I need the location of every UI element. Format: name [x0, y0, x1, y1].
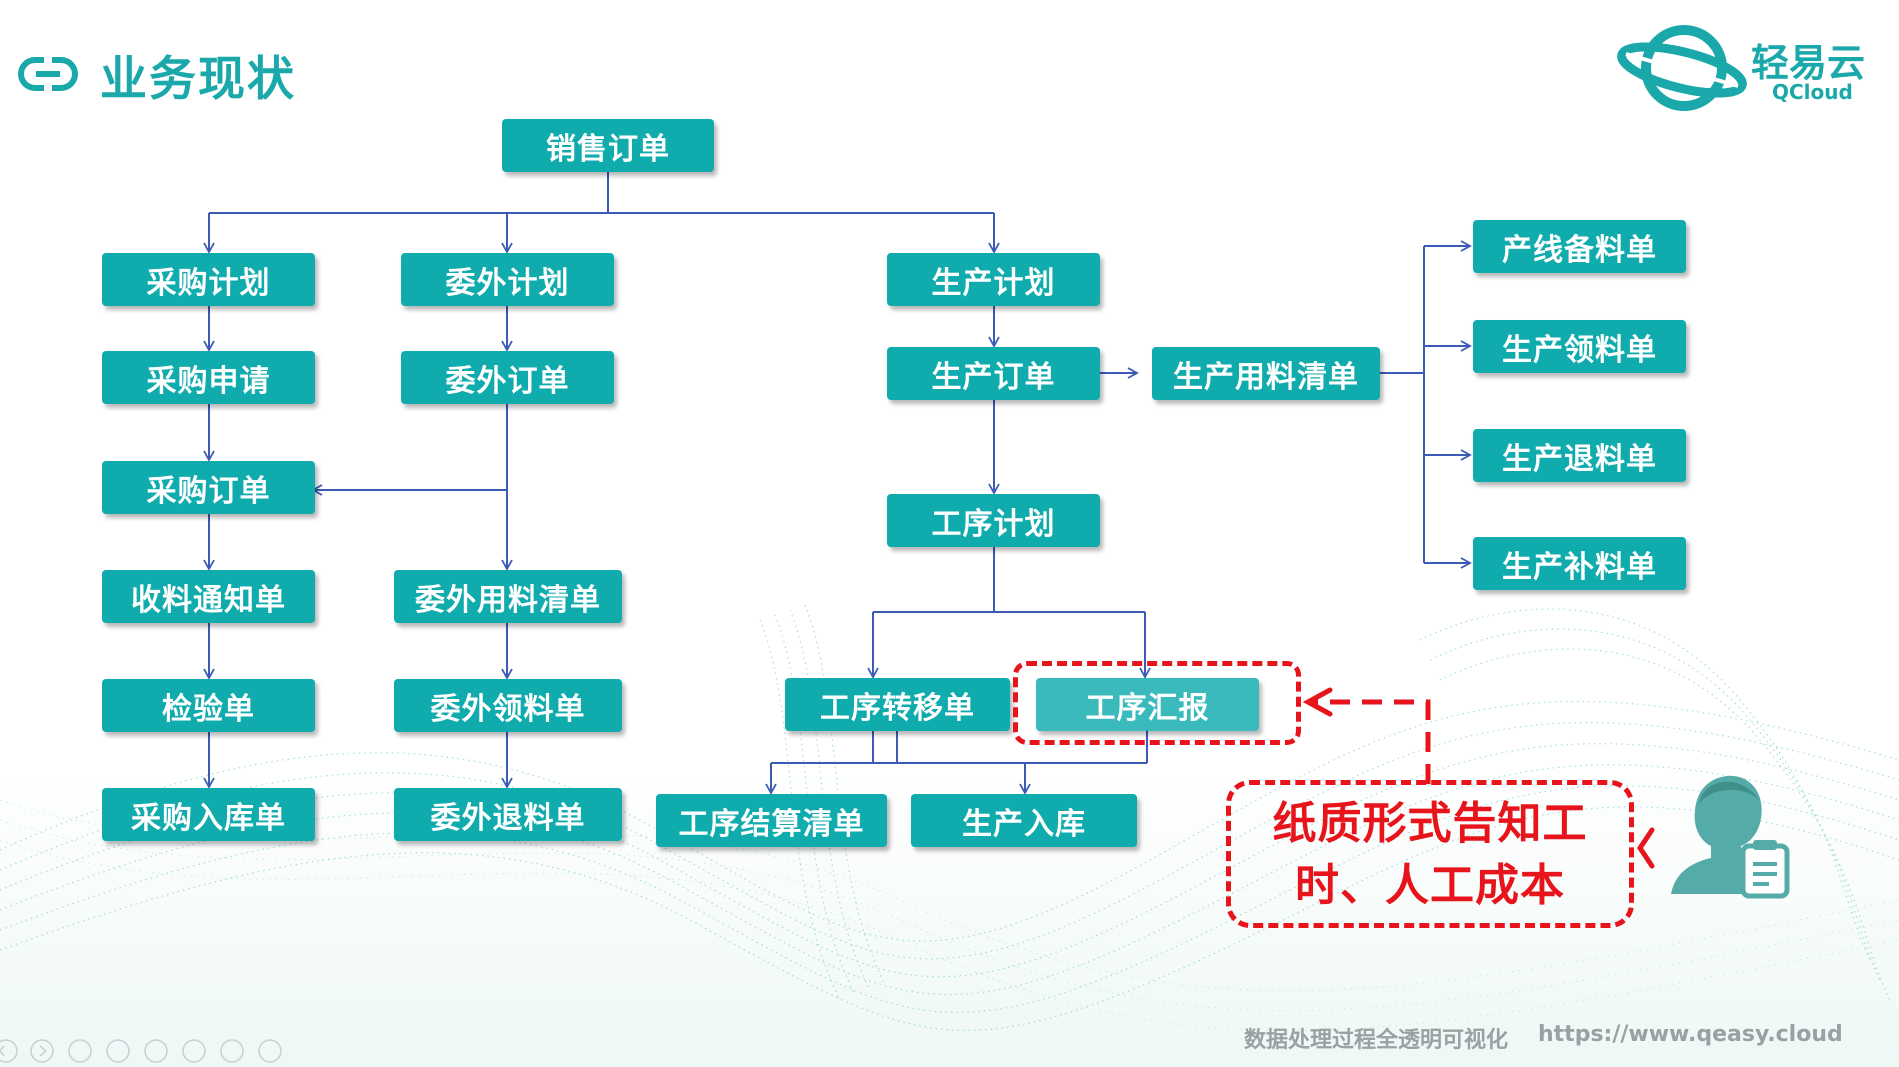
logo-name-cn: 轻易云 — [1751, 41, 1866, 85]
node-process-report: 工序汇报 — [1036, 678, 1259, 731]
node-outsource-return: 委外退料单 — [394, 788, 622, 841]
node-outsource-bom: 委外用料清单 — [394, 570, 622, 623]
node-outsource-order: 委外订单 — [401, 351, 614, 404]
node-line-prep: 产线备料单 — [1473, 220, 1686, 273]
node-production-order: 生产订单 — [887, 347, 1100, 400]
node-process-settlement: 工序结算清单 — [656, 794, 887, 847]
node-process-plan: 工序计划 — [887, 494, 1100, 547]
node-purchase-plan: 采购计划 — [102, 253, 315, 306]
node-process-transfer: 工序转移单 — [785, 678, 1010, 731]
callout-note: 纸质形式告知工 时、人工成本 — [1230, 782, 1630, 928]
page-title: 业务现状 — [100, 51, 296, 107]
node-production-bom: 生产用料清单 — [1152, 347, 1380, 400]
slide-header: 业务现状 — [18, 45, 296, 107]
node-purchase-order: 采购订单 — [102, 461, 315, 514]
callout-line-1: 纸质形式告知工 — [1272, 798, 1588, 849]
node-inspection: 检验单 — [102, 679, 315, 732]
callout-box — [1226, 780, 1634, 928]
node-outsource-pick: 委外领料单 — [394, 679, 622, 732]
footer-tagline: 数据处理过程全透明可视化 — [1244, 1028, 1509, 1053]
footer-url: https://www.qeasy.cloud — [1538, 1022, 1843, 1047]
node-sales-order: 销售订单 — [502, 119, 714, 172]
node-outsource-plan: 委外计划 — [401, 253, 614, 306]
node-receipt-notice: 收料通知单 — [102, 570, 315, 623]
logo-name-en: QCloud — [1772, 80, 1853, 104]
node-production-pick: 生产领料单 — [1473, 320, 1686, 373]
node-production-stock-in: 生产入库 — [911, 794, 1137, 847]
callout-line-2: 时、人工成本 — [1295, 860, 1565, 911]
person-clipboard-icon — [1671, 775, 1790, 899]
node-purchase-request: 采购申请 — [102, 351, 315, 404]
node-purchase-stock-in: 采购入库单 — [102, 788, 315, 841]
brand-logo: 轻易云 QCloud — [1612, 24, 1882, 114]
slideshow-controls — [0, 1039, 282, 1063]
node-production-supplement: 生产补料单 — [1473, 537, 1686, 590]
node-production-return: 生产退料单 — [1473, 429, 1686, 482]
process-report-highlight-box — [1013, 661, 1301, 745]
slideshow-control-icons — [0, 1039, 282, 1063]
node-production-plan: 生产计划 — [887, 253, 1100, 306]
logo-mark-icon — [1617, 25, 1747, 111]
link-icon — [18, 57, 78, 91]
